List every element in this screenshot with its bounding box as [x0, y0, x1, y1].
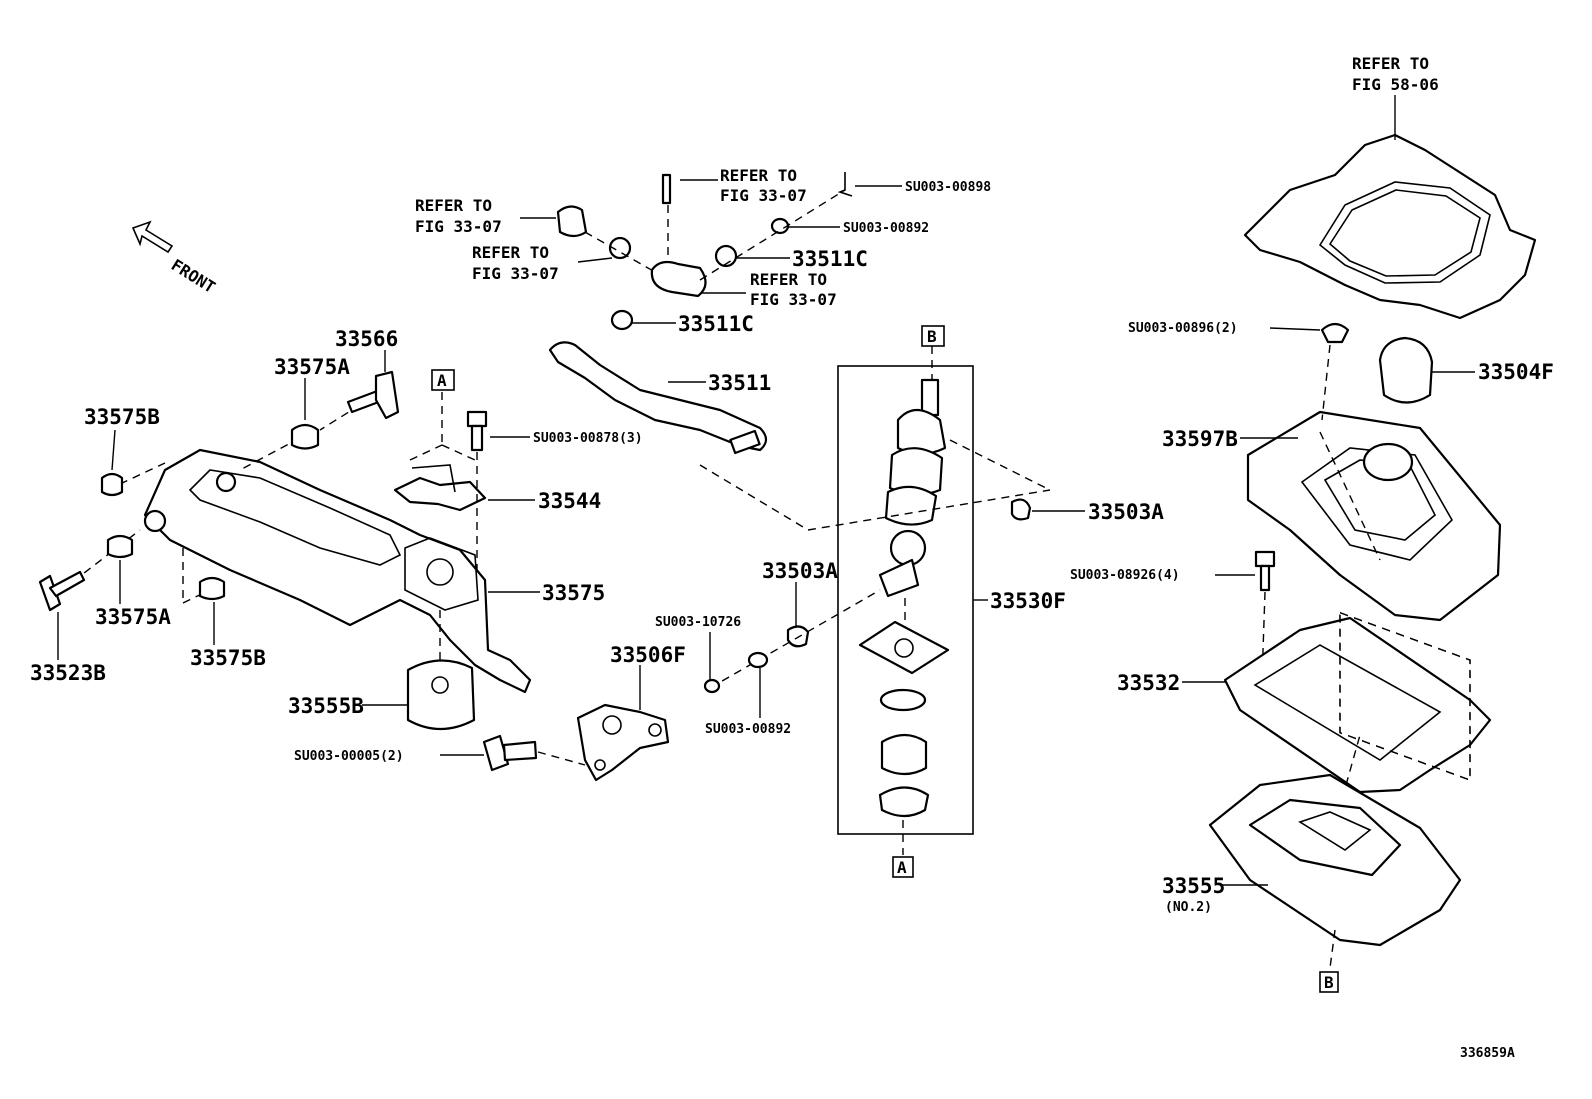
pin-33566-part — [346, 370, 400, 420]
label-33544: 33544 — [538, 489, 601, 513]
bracket-33506f-part — [576, 703, 670, 782]
label-33555-no2: (NO.2) — [1165, 900, 1212, 915]
label-33597b: 33597B — [1162, 427, 1238, 451]
console-cover-part — [1243, 133, 1537, 320]
label-su003-08926: SU003-08926(4) — [1070, 568, 1180, 583]
shift-boot-part — [1208, 773, 1462, 947]
label-su003-00005: SU003-00005(2) — [294, 749, 404, 764]
bushing-33503a-left-part — [786, 625, 810, 648]
label-su003-00898: SU003-00898 — [905, 180, 991, 195]
figure-id: 336859A — [1460, 1046, 1515, 1061]
insulator-33555b-part — [406, 659, 476, 730]
refer-33-07-mid-line2: FIG 33-07 — [472, 264, 559, 283]
bushing-refer-left-part — [556, 205, 588, 238]
washer-00892-part — [747, 651, 769, 669]
label-33511c-lower: 33511C — [678, 312, 754, 336]
shift-bezel-part — [1246, 410, 1502, 622]
label-33532: 33532 — [1117, 671, 1180, 695]
label-33575a-bottom: 33575A — [95, 605, 171, 629]
bushing-refer-mid-part — [608, 236, 632, 260]
label-su003-00896: SU003-00896(2) — [1128, 321, 1238, 336]
marker-a-bottom — [892, 856, 914, 878]
label-33511c-upper: 33511C — [792, 247, 868, 271]
label-33575: 33575 — [542, 581, 605, 605]
label-33523b: 33523B — [30, 661, 106, 685]
marker-b-bottom — [1319, 971, 1339, 993]
linkage-joint-part — [650, 173, 707, 298]
label-33575b-bottom: 33575B — [190, 646, 266, 670]
label-33575b-top: 33575B — [84, 405, 160, 429]
bushing-33503a-right-part — [1010, 498, 1032, 521]
shift-bracket-part — [1223, 611, 1492, 794]
plug-part — [1320, 322, 1350, 344]
refer-33-07-mid-line1: REFER TO — [472, 243, 549, 262]
marker-a-top-text: A — [437, 371, 447, 390]
bushing-33575b-top-part — [100, 472, 124, 497]
front-label: FRONT — [168, 255, 219, 297]
bolt-00878-part — [466, 410, 488, 452]
bolt-33523b-part — [38, 570, 86, 612]
refer-33-07-top-line1: REFER TO — [720, 166, 797, 185]
marker-b-top-text: B — [927, 327, 937, 346]
shift-lever-part — [878, 378, 947, 598]
refer-33-07-right-line2: FIG 33-07 — [750, 290, 837, 309]
label-33555b: 33555B — [288, 694, 364, 718]
refer-33-07-left-line2: FIG 33-07 — [415, 217, 502, 236]
front-arrow-icon — [131, 220, 174, 254]
label-33575a-top: 33575A — [274, 355, 350, 379]
nut-10726-part — [703, 678, 721, 694]
label-33503a-left: 33503A — [762, 559, 838, 583]
label-33530f: 33530F — [990, 589, 1066, 613]
bushing-33511c-lower-part — [610, 309, 634, 331]
label-33555: 33555 — [1162, 874, 1225, 898]
gasket-part — [858, 620, 950, 675]
washer-00892-top-part — [770, 217, 790, 235]
bolt-08926-part — [1254, 550, 1276, 592]
label-su003-00892-bottom: SU003-00892 — [705, 722, 791, 737]
o-ring-part — [879, 688, 927, 712]
label-su003-00878: SU003-00878(3) — [533, 431, 643, 446]
marker-b-bottom-text: B — [1324, 973, 1334, 992]
shift-housing-part — [143, 448, 532, 694]
refer-58-06-line1: REFER TO — [1352, 54, 1429, 73]
clip-00898-part — [837, 172, 853, 197]
refer-33-07-top-line2: FIG 33-07 — [720, 186, 807, 205]
refer-33-07-right-line1: REFER TO — [750, 270, 827, 289]
label-33503a-right: 33503A — [1088, 500, 1164, 524]
label-33511: 33511 — [708, 371, 771, 395]
label-33566: 33566 — [335, 327, 398, 351]
shift-rod-part — [548, 341, 768, 455]
bushing-33575a-bottom-part — [106, 534, 134, 559]
bushing-33575b-bottom-part — [198, 576, 226, 601]
label-33504f: 33504F — [1478, 360, 1554, 384]
bracket-33544-part — [393, 464, 487, 512]
bushing-part — [880, 733, 928, 776]
label-33506f: 33506F — [610, 643, 686, 667]
refer-33-07-left-line1: REFER TO — [415, 196, 492, 215]
bolt-00005-part — [482, 734, 538, 772]
bushing-33511c-upper-part — [714, 244, 738, 268]
marker-a-bottom-text: A — [897, 858, 907, 877]
label-su003-10726: SU003-10726 — [655, 615, 741, 630]
seal-part — [878, 786, 930, 818]
marker-b-top — [921, 325, 945, 347]
marker-a-top — [431, 369, 455, 391]
bushing-33575a-top-part — [290, 423, 320, 450]
shift-knob-part — [1378, 336, 1434, 404]
label-su003-00892-top: SU003-00892 — [843, 221, 929, 236]
refer-58-06-line2: FIG 58-06 — [1352, 75, 1439, 94]
